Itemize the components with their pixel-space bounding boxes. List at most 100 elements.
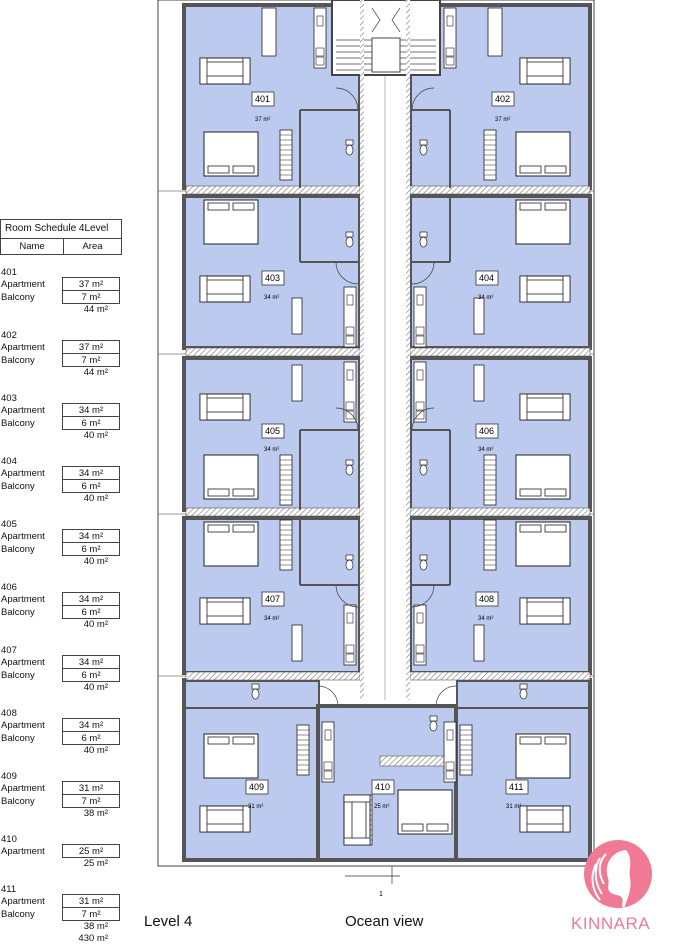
woman-profile-logo-icon [584,840,652,908]
room-area: 34 m² [62,718,120,732]
room-area: 6 m² [62,542,120,556]
room-area: 31 m² [62,894,120,908]
unit-total: 40 m² [83,682,108,693]
room-area: 6 m² [62,731,120,745]
room-name: Apartment [1,405,45,416]
room-name: Balcony [1,733,35,744]
room-name: Apartment [1,594,45,605]
unit-number: 401 [1,267,17,278]
room-area: 34 m² [62,655,120,669]
unit-number: 411 [1,884,17,895]
level-label: Level 4 [144,913,193,930]
schedule-row: Balcony 6 m² [0,731,122,745]
room-name: Apartment [1,846,45,857]
unit-area-410: 25 m² [374,804,389,810]
unit-area-408: 34 m² [478,616,493,622]
schedule-row: Balcony 7 m² [0,290,122,304]
unit-area-402: 37 m² [495,117,510,123]
room-area: 37 m² [62,340,120,354]
unit-tag-401: 401 [255,94,270,104]
unit-number: 409 [1,771,17,782]
room-name: Balcony [1,670,35,681]
room-name: Apartment [1,531,45,542]
unit-number: 410 [1,834,17,845]
room-area: 7 m² [62,794,120,808]
schedule-row: Apartment 25 m² [0,844,122,858]
unit-tag-408: 408 [479,594,494,604]
room-area: 34 m² [62,592,120,606]
room-name: Apartment [1,720,45,731]
unit-area-405: 34 m² [264,447,279,453]
room-name: Balcony [1,292,35,303]
unit-area-406: 34 m² [478,447,493,453]
room-name: Balcony [1,355,35,366]
unit-tag-405: 405 [265,426,280,436]
unit-total: 40 m² [83,745,108,756]
unit-total: 25 m² [83,858,108,869]
unit-area-401: 37 m² [255,117,270,123]
room-area: 6 m² [62,416,120,430]
room-area: 6 m² [62,605,120,619]
schedule-row: Balcony 6 m² [0,479,122,493]
unit-total: 40 m² [83,556,108,567]
unit-number: 408 [1,708,17,719]
unit-tag-409: 409 [249,782,264,792]
room-name: Apartment [1,342,45,353]
unit-number: 407 [1,645,17,656]
unit-total: 40 m² [83,493,108,504]
col-name-header: Name [1,239,64,254]
schedule-title: Room Schedule 4Level [0,219,122,239]
view-label: Ocean view [345,913,424,930]
room-area: 34 m² [62,466,120,480]
unit-number: 405 [1,519,17,530]
room-area: 25 m² [62,844,120,858]
unit-area-409: 31 m² [248,804,263,810]
room-area: 37 m² [62,277,120,291]
brand-name: KINNARA [571,914,651,933]
grid-marker: 1 [379,891,383,898]
room-name: Apartment [1,279,45,290]
room-name: Balcony [1,481,35,492]
room-area: 7 m² [62,290,120,304]
room-name: Balcony [1,796,35,807]
room-name: Apartment [1,657,45,668]
unit-area-411: 31 m² [506,804,521,810]
room-area: 34 m² [62,529,120,543]
unit-number: 402 [1,330,17,341]
unit-tag-411: 411 [509,782,523,792]
unit-total: 38 m² [83,808,108,819]
unit-number: 403 [1,393,17,404]
unit-area-404: 34 m² [478,295,493,301]
col-area-header: Area [82,241,103,252]
unit-tag-404: 404 [479,273,494,283]
room-area: 34 m² [62,403,120,417]
unit-tag-407: 407 [265,594,280,604]
unit-total: 44 m² [83,304,108,315]
unit-tag-410: 410 [375,782,390,792]
room-name: Apartment [1,896,45,907]
schedule-row: Balcony 7 m² [0,794,122,808]
grand-total: 430 m² [78,933,108,944]
room-area: 7 m² [62,907,120,921]
unit-tag-403: 403 [265,273,280,283]
unit-total: 40 m² [83,430,108,441]
unit-tag-406: 406 [479,426,494,436]
room-name: Balcony [1,418,35,429]
room-area: 6 m² [62,479,120,493]
